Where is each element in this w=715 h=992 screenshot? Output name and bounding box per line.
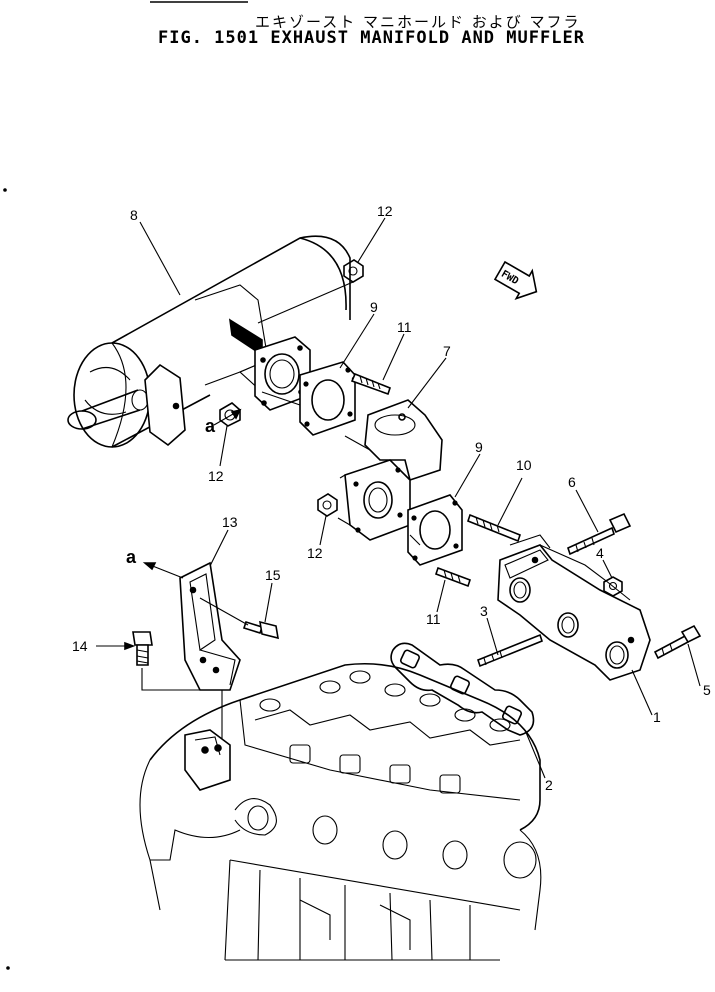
figure-title-japanese: エキゾースト マニホールド および マフラ [255,13,581,31]
nut-part-12-top [343,259,364,283]
callout-15: 15 [265,567,281,583]
bolt-part-5 [653,624,702,660]
stud-part-11-upper [350,372,391,396]
assembly-line-2 [344,435,371,451]
leader-12-top-to-muffler [257,281,354,324]
bolt-part-15 [199,597,279,640]
nut-part-4 [603,576,623,597]
nut-part-12-middle [317,493,338,517]
callout-4: 4 [596,545,604,561]
bolt-part-14 [132,631,200,691]
callout-9-lower: 9 [475,439,483,455]
exhaust-manifold-part-1 [497,534,651,681]
callout-13: 13 [222,514,238,530]
stud-part-10 [467,513,521,543]
callout-1: 1 [653,709,661,725]
figure-title: FIG. 1501 EXHAUST MANIFOLD AND MUFFLER [158,28,585,48]
speck [3,188,7,192]
manifold-gasket-part-2 [390,642,535,736]
reference-marker-a: a [205,416,216,436]
callout-leaders [96,217,701,779]
callout-14: 14 [72,638,88,654]
assembly-line-1 [261,391,301,406]
muffler-bracket-part-13 [179,561,241,691]
reference-marker-a-lower: a [126,547,137,567]
muffler-part-8 [67,235,351,448]
callout-6: 6 [568,474,576,490]
callout-7: 7 [443,343,451,359]
callout-11-upper: 11 [397,319,412,335]
gasket-part-9-lower [407,494,463,566]
callout-10: 10 [516,457,532,473]
exhaust-elbow-part-7 [337,399,443,541]
forward-direction-indicator: FWD [493,260,538,300]
callout-numbers: 8 12 9 11 7 12 9 10 6 4 12 13 15 3 11 14… [72,203,711,793]
stud-part-3 [477,633,543,668]
callout-8: 8 [130,207,138,223]
engine-block-outline [139,662,542,961]
callout-9-upper: 9 [370,299,378,315]
callout-3: 3 [480,603,488,619]
callout-2: 2 [545,777,553,793]
assembly-line-3 [409,534,421,546]
muffler-outlet-flange [254,336,311,411]
callout-11-lower: 11 [426,611,441,627]
callout-12-top: 12 [377,203,393,219]
callout-12-middle: 12 [307,545,323,561]
reference-a-lower: a [126,547,184,579]
nut-part-12-lower-left [219,402,241,427]
callout-5: 5 [703,682,711,698]
speck [6,966,10,970]
bolt-part-6 [567,512,632,556]
gasket-part-9-upper [299,361,356,436]
stud-part-11-lower [434,566,472,588]
callout-12-left: 12 [208,468,224,484]
